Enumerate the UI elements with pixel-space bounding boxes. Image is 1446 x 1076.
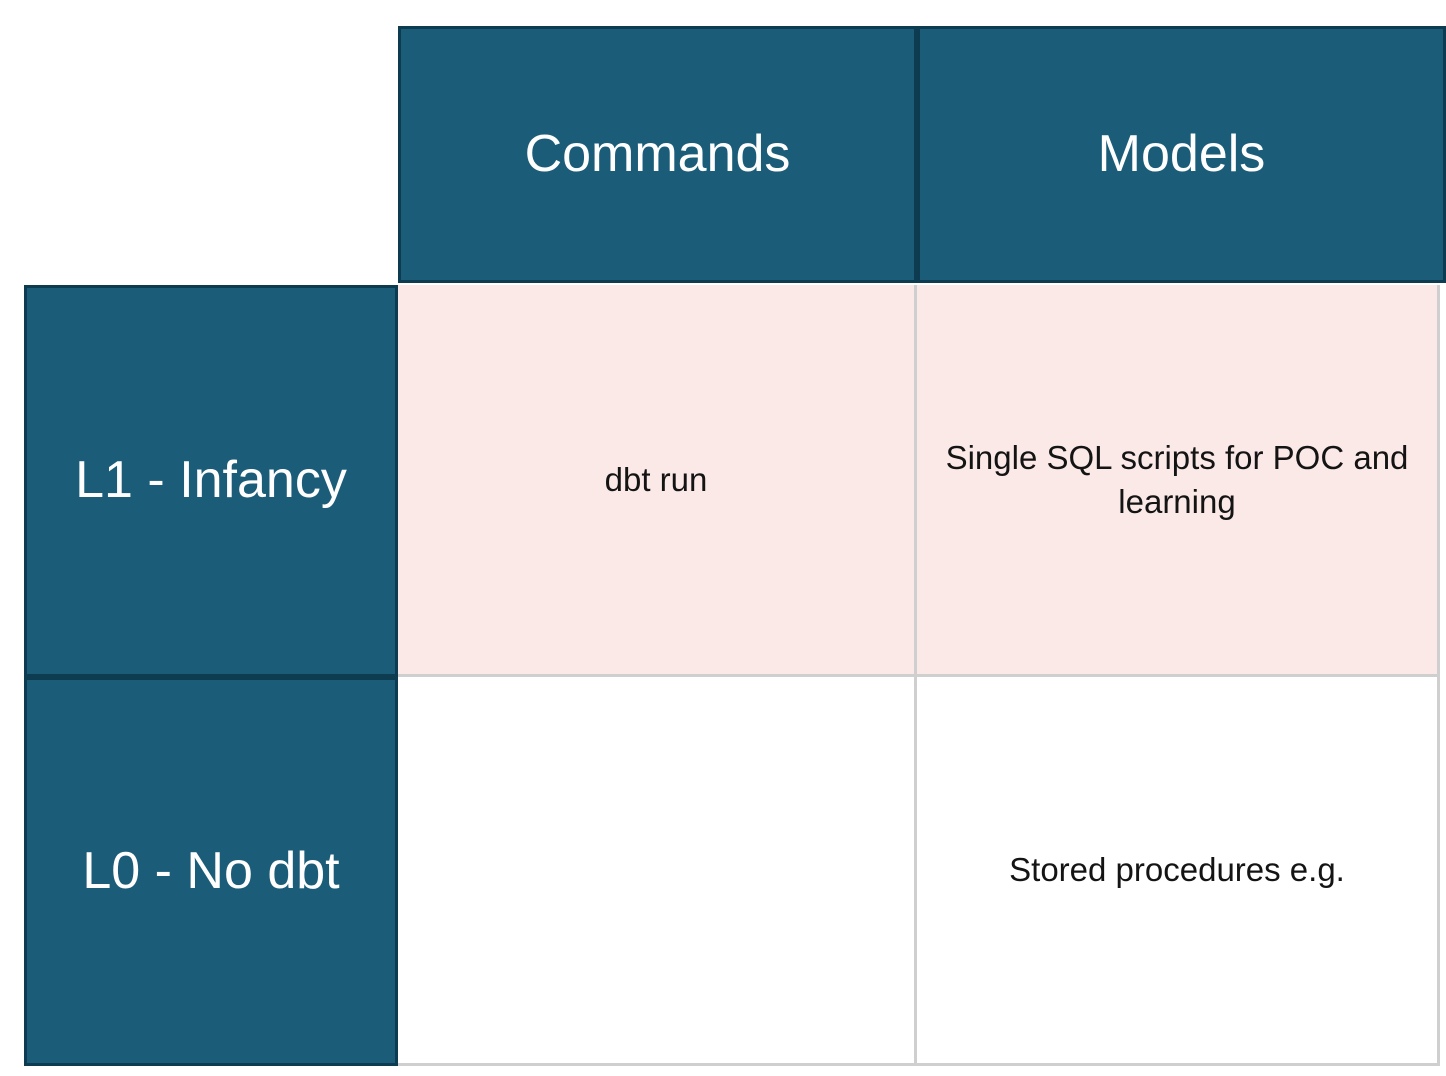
row-header-l1-label: L1 - Infancy: [75, 451, 347, 510]
cell-l1-models-text: Single SQL scripts for POC and learning: [945, 438, 1409, 520]
row-header-l0-label: L0 - No dbt: [82, 841, 340, 900]
cell-l0-models: Stored procedures e.g.: [917, 677, 1440, 1066]
row-header-l1: L1 - Infancy: [24, 285, 398, 677]
column-header-commands-label: Commands: [524, 124, 791, 183]
column-header-models: Models: [917, 26, 1446, 283]
cell-l0-models-text: Stored procedures e.g.: [1009, 851, 1345, 889]
row-header-l0: L0 - No dbt: [24, 677, 398, 1066]
cell-l0-commands: [398, 677, 917, 1066]
cell-l1-models: Single SQL scripts for POC and learning: [917, 285, 1440, 677]
column-header-commands: Commands: [398, 26, 917, 283]
cell-l1-commands: dbt run: [398, 285, 917, 677]
column-header-models-label: Models: [1097, 124, 1266, 183]
cell-l1-commands-text: dbt run: [604, 460, 708, 498]
